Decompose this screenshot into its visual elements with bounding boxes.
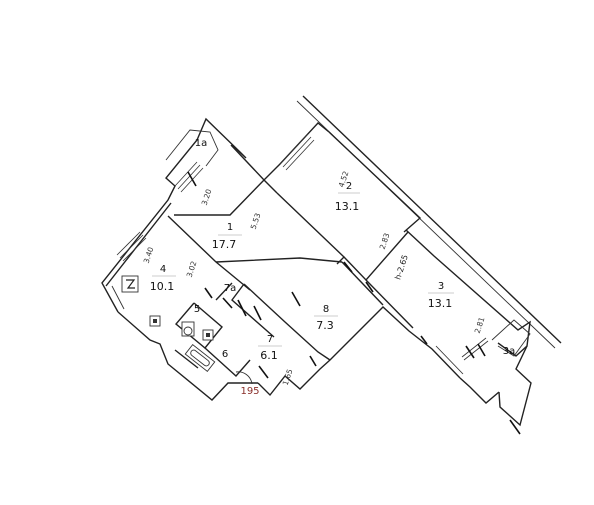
room-number: 2 bbox=[346, 181, 352, 192]
plan-stamp: 195 bbox=[240, 386, 259, 397]
room-7: 7 6.1 bbox=[258, 334, 282, 362]
dimension-label: 3.02 bbox=[185, 260, 199, 279]
room-4: 4 10.1 bbox=[150, 264, 176, 293]
facade-wall bbox=[296, 95, 562, 349]
ceiling-height-label: h-2.65 bbox=[393, 254, 410, 281]
windows bbox=[116, 133, 489, 361]
room-number: 8 bbox=[323, 304, 329, 315]
room-2: 2 13.1 bbox=[335, 181, 360, 213]
dimension-label: 1.65 bbox=[281, 368, 295, 387]
room-1a: 1а bbox=[195, 138, 208, 149]
room-area: 10.1 bbox=[150, 280, 175, 293]
stove-icon bbox=[121, 275, 139, 293]
dimension-label: 5.53 bbox=[249, 212, 263, 231]
room-number: 7а bbox=[224, 283, 237, 294]
room-area: 13.1 bbox=[335, 200, 360, 213]
sink-icon bbox=[149, 315, 161, 327]
room-3a: 3а bbox=[503, 346, 516, 357]
bathtub-icon bbox=[184, 344, 216, 372]
balcony-1a bbox=[165, 129, 219, 167]
room-area: 6.1 bbox=[260, 349, 278, 362]
washbasin-icon bbox=[202, 329, 214, 341]
room-3: 3 13.1 bbox=[428, 281, 454, 310]
room-number: 4 bbox=[160, 264, 166, 275]
room-5: 5 bbox=[194, 304, 200, 315]
room-number: 3 bbox=[438, 281, 444, 292]
toilet-icon bbox=[181, 321, 195, 337]
room-1: 1 17.7 bbox=[212, 222, 242, 251]
dimension-label: 2.81 bbox=[473, 316, 487, 335]
outer-walls bbox=[101, 117, 532, 427]
room-number: 7 bbox=[267, 334, 273, 345]
dimension-label: 3.20 bbox=[200, 188, 214, 207]
dimension-label: 3.40 bbox=[142, 246, 156, 265]
dimension-label: 2.83 bbox=[378, 232, 392, 251]
room-7a: 7а bbox=[224, 283, 237, 294]
wall-ticks bbox=[187, 171, 521, 435]
room-number: 3а bbox=[503, 346, 516, 357]
room-number: 1 bbox=[227, 222, 233, 233]
room-area: 13.1 bbox=[428, 297, 453, 310]
room-number: 5 bbox=[194, 304, 200, 315]
room-area: 7.3 bbox=[316, 319, 334, 332]
room-6: 6 bbox=[222, 349, 228, 360]
room-area: 17.7 bbox=[212, 238, 237, 251]
partitions bbox=[167, 179, 414, 377]
room-number: 6 bbox=[222, 349, 228, 360]
door-arc bbox=[235, 371, 253, 385]
balcony-3a bbox=[491, 319, 531, 357]
room-8: 8 7.3 bbox=[314, 304, 338, 332]
room-number: 1а bbox=[195, 138, 208, 149]
